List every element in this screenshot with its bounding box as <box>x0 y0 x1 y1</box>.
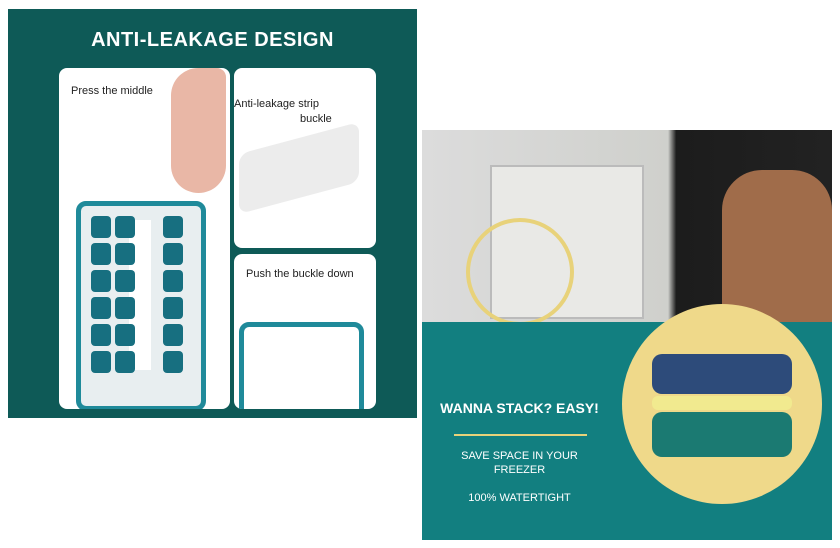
info-area: WANNA STACK? EASY! SAVE SPACE IN YOUR FR… <box>422 304 832 540</box>
ice-cube <box>115 297 135 319</box>
ice-cube <box>91 351 111 373</box>
ice-cube <box>163 351 183 373</box>
push-label: Push the buckle down <box>246 268 354 280</box>
hand-image <box>171 68 226 193</box>
feature-line-1: SAVE SPACE IN YOUR <box>461 450 578 462</box>
ice-cube <box>91 297 111 319</box>
ice-cube <box>115 216 135 238</box>
press-card: Press the middle <box>59 68 230 409</box>
stack-panel: WANNA STACK? EASY! SAVE SPACE IN YOUR FR… <box>422 130 832 540</box>
ice-tray-image <box>76 201 206 409</box>
ice-cube <box>115 270 135 292</box>
buckle-label: buckle <box>300 113 332 125</box>
highlight-circle <box>466 218 574 326</box>
ice-cube <box>163 243 183 265</box>
ice-cube <box>163 324 183 346</box>
tray-top <box>652 354 792 394</box>
zoom-circle <box>622 304 822 504</box>
ice-cube <box>91 324 111 346</box>
woman-image <box>722 170 832 322</box>
divider <box>454 434 587 436</box>
ice-cube <box>163 297 183 319</box>
anti-leakage-panel: ANTI-LEAKAGE DESIGN Press the middle Ant… <box>8 9 417 418</box>
strip-card: Anti-leakage strip buckle <box>234 68 376 248</box>
panel-title: ANTI-LEAKAGE DESIGN <box>91 29 334 51</box>
feature-line-3: 100% WATERTIGHT <box>468 492 571 504</box>
headline: WANNA STACK? EASY! <box>440 400 599 416</box>
buckle-image <box>239 322 364 409</box>
ice-cube <box>163 270 183 292</box>
feature-line-2: FREEZER <box>493 464 546 476</box>
press-label: Press the middle <box>71 85 153 97</box>
ice-cube <box>115 243 135 265</box>
ice-cube <box>115 324 135 346</box>
lid-image <box>239 121 359 215</box>
fridge-photo <box>422 130 832 326</box>
push-card: Push the buckle down <box>234 254 376 409</box>
ice-cube <box>91 270 111 292</box>
tray-middle <box>652 396 792 410</box>
ice-cube <box>163 216 183 238</box>
ice-cube <box>91 243 111 265</box>
tray-bottom <box>652 412 792 457</box>
ice-cube <box>91 216 111 238</box>
ice-cube <box>115 351 135 373</box>
strip-label: Anti-leakage strip <box>234 98 319 110</box>
